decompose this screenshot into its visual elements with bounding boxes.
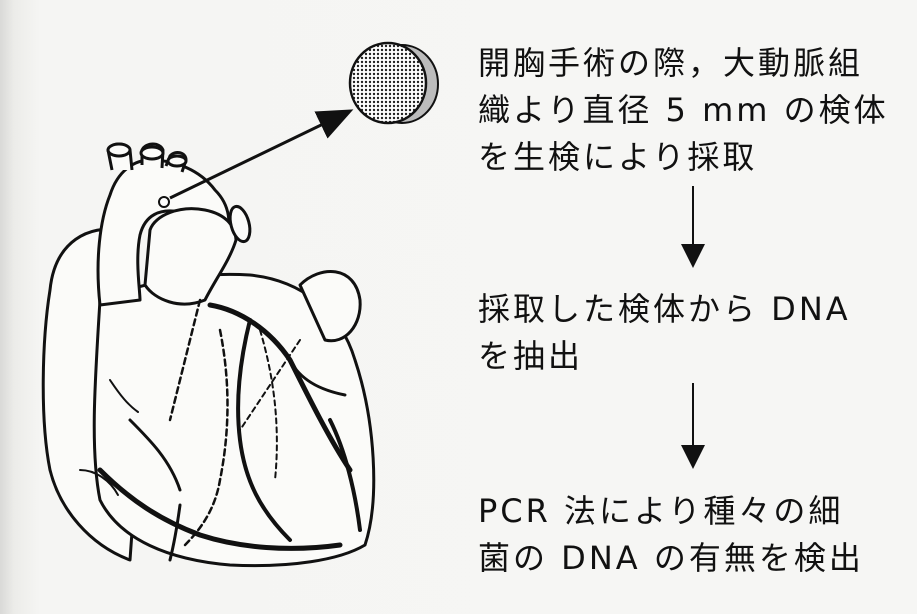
down-arrow-icon xyxy=(678,383,708,469)
heart-outline xyxy=(43,160,373,566)
step-dna-extraction-text: 採取した検体から DNA を抽出 xyxy=(478,286,908,380)
heart-illustration xyxy=(0,0,470,614)
down-arrow-icon xyxy=(678,186,708,268)
step-biopsy-text: 開胸手術の際，大動脈組 織より直径 5 mm の検体 を生検により採取 xyxy=(478,40,908,181)
step-pcr-detection-text: PCR 法により種々の細 菌の DNA の有無を検出 xyxy=(478,488,908,582)
biopsy-site-and-sample xyxy=(159,43,438,207)
procedure-steps: 開胸手術の際，大動脈組 織より直径 5 mm の検体 を生検により採取 採取した… xyxy=(478,0,908,614)
